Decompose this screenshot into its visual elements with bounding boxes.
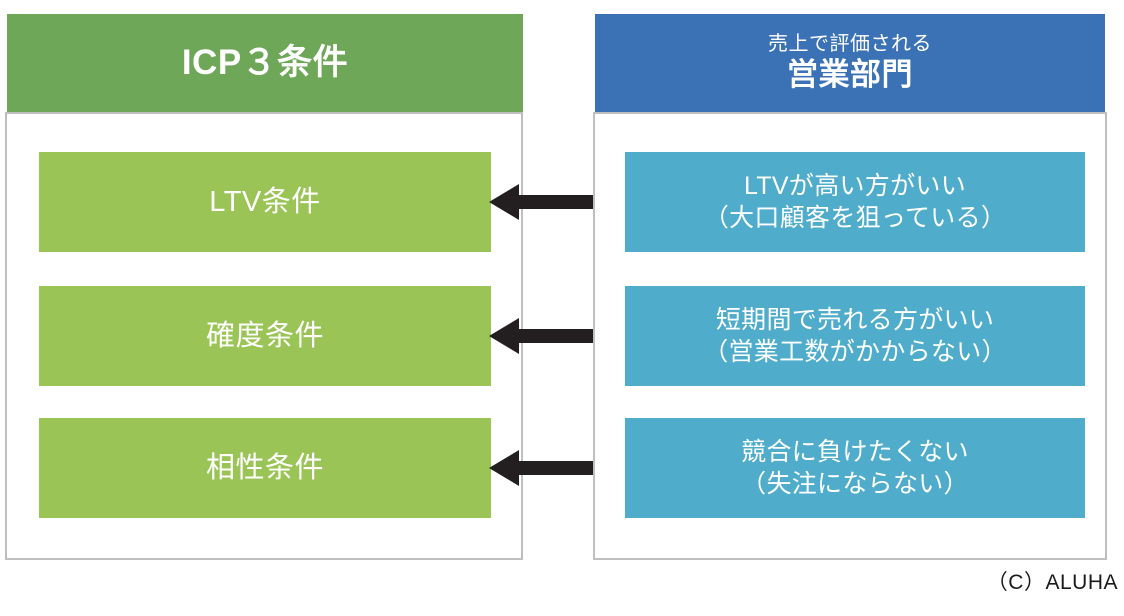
right-panel-subtitle: 売上で評価される: [768, 33, 932, 56]
left-panel-header: ICP３条件: [7, 14, 523, 112]
condition-box-compatibility-label: 相性条件: [205, 451, 324, 484]
sales-need-box-competition-line1: 競合に負けたくない: [741, 438, 969, 466]
right-panel-header: 売上で評価される 営業部門: [595, 14, 1105, 112]
left-panel-title: ICP３条件: [181, 42, 349, 82]
sales-need-box-competition[interactable]: 競合に負けたくない （失注にならない）: [625, 418, 1085, 518]
sales-need-box-ltv-line2: （大口顧客を狙っている）: [703, 204, 1007, 232]
sales-need-box-ltv-line1: LTVが高い方がいい: [744, 172, 966, 200]
right-panel-title: 営業部門: [787, 57, 913, 93]
sales-need-box-speed-line1: 短期間で売れる方がいい: [715, 306, 995, 334]
sales-need-box-ltv[interactable]: LTVが高い方がいい （大口顧客を狙っている）: [625, 152, 1085, 252]
condition-box-compatibility[interactable]: 相性条件: [39, 418, 491, 518]
sales-need-box-speed[interactable]: 短期間で売れる方がいい （営業工数がかからない）: [625, 286, 1085, 386]
condition-box-ltv[interactable]: LTV条件: [39, 152, 491, 252]
sales-need-box-competition-line2: （失注にならない）: [741, 470, 969, 498]
condition-box-accuracy[interactable]: 確度条件: [39, 286, 491, 386]
condition-box-ltv-label: LTV条件: [209, 185, 321, 218]
sales-need-box-speed-line2: （営業工数がかからない）: [703, 338, 1007, 366]
condition-box-accuracy-label: 確度条件: [205, 319, 324, 352]
copyright-notice: （C）ALUHA: [986, 571, 1118, 594]
